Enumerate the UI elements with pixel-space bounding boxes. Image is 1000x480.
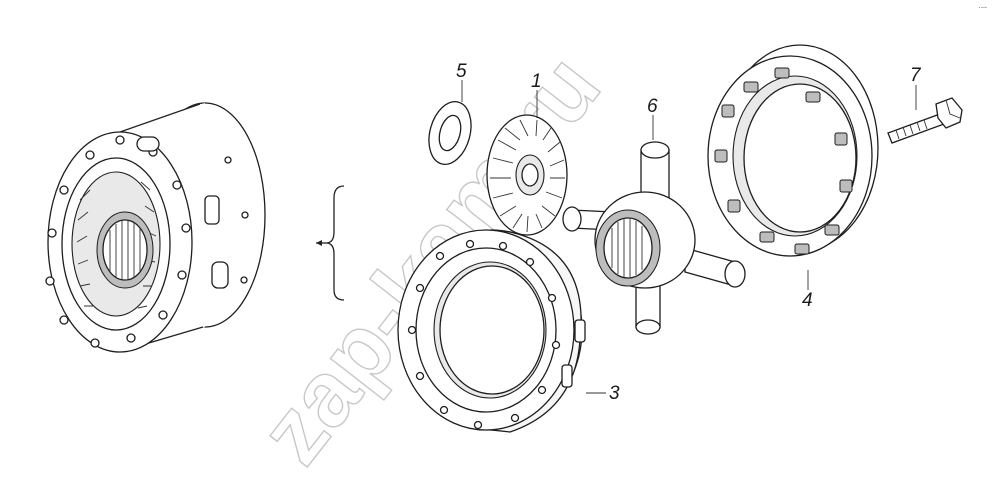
callout-1: 1 bbox=[531, 71, 542, 92]
spider-cross-icon bbox=[562, 141, 746, 335]
assembly-bracket bbox=[316, 185, 345, 301]
callout-3: 3 bbox=[609, 383, 620, 404]
thrust-washer-icon bbox=[428, 101, 472, 165]
callout-7: 7 bbox=[910, 65, 922, 86]
differential-case-cover-icon bbox=[707, 44, 879, 257]
side-gear-icon bbox=[486, 114, 568, 236]
callout-4: 4 bbox=[802, 290, 813, 311]
differential-case-half-icon bbox=[397, 229, 586, 433]
bolt-icon bbox=[887, 97, 963, 144]
corner-mark: ·-- bbox=[978, 2, 987, 12]
callout-5: 5 bbox=[456, 61, 467, 82]
cover-slots bbox=[714, 67, 853, 255]
callout-6: 6 bbox=[647, 96, 658, 117]
assembled-differential-icon bbox=[45, 102, 266, 353]
bolt-holes-case bbox=[407, 239, 561, 430]
